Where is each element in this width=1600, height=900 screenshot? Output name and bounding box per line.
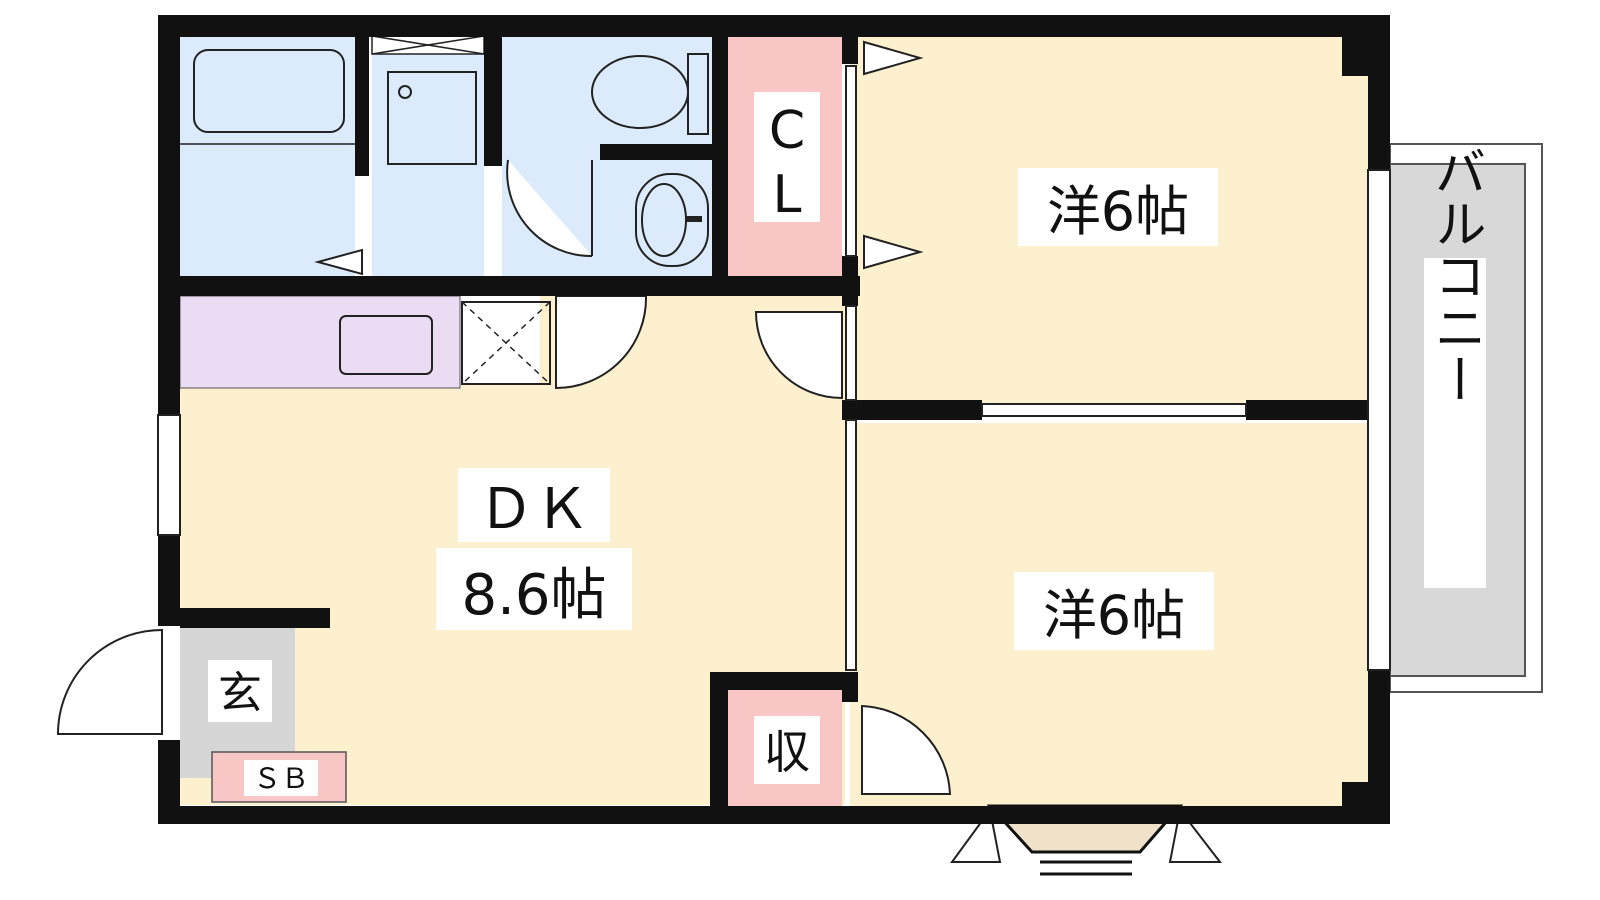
closet-label-c: C [769, 101, 805, 161]
balcony-label-bg [1424, 258, 1486, 588]
western-room-bottom-label-bg [1014, 572, 1214, 650]
drain-icon [398, 85, 412, 99]
washer-pan [387, 71, 477, 165]
entry-door-swing [56, 628, 163, 735]
dk-label-bg-2 [436, 548, 632, 630]
storage-label: 収 [764, 725, 810, 779]
toilet-tank [687, 53, 709, 135]
kitchen-sink [339, 315, 433, 375]
windows [157, 65, 1391, 671]
kitchen-door-swing [555, 295, 648, 390]
closet-door-bottom [863, 234, 924, 270]
western-room-top-label-bg [1018, 168, 1218, 246]
dk-to-room-door-swing [754, 311, 843, 400]
stove-area [461, 301, 551, 385]
toilet-door-swing [506, 159, 593, 258]
bathtub [193, 49, 345, 133]
dk-label-bg-1 [458, 468, 610, 542]
closet-label-l: L [773, 165, 802, 225]
balcony-label: バルコニー [1425, 145, 1485, 405]
storage-label-bg [754, 716, 820, 784]
western-room-bottom-label: 洋6帖 [1043, 584, 1185, 647]
closet-door-top [863, 40, 924, 76]
dk-label-line1: ＤＫ [478, 477, 590, 542]
entrance-label: 玄 [218, 668, 262, 719]
bath-door-arrow [314, 248, 363, 276]
western-room-top-label: 洋6帖 [1047, 180, 1189, 243]
faucet-icon [686, 216, 702, 222]
stove-diag-2 [461, 301, 551, 385]
storage-door-swing [861, 704, 952, 795]
closet-label-bg [754, 92, 820, 222]
bathroom-floor [180, 36, 355, 276]
walls [158, 15, 1390, 824]
shoe-box-label: ＳＢ [253, 762, 309, 795]
wash-basin [635, 173, 709, 267]
washroom-floor [372, 36, 484, 276]
shoe-box-label-bg [244, 760, 318, 796]
dk-label-line2: 8.6帖 [461, 563, 606, 628]
entrance-label-bg [208, 660, 272, 722]
vent-diag-2 [371, 35, 485, 55]
